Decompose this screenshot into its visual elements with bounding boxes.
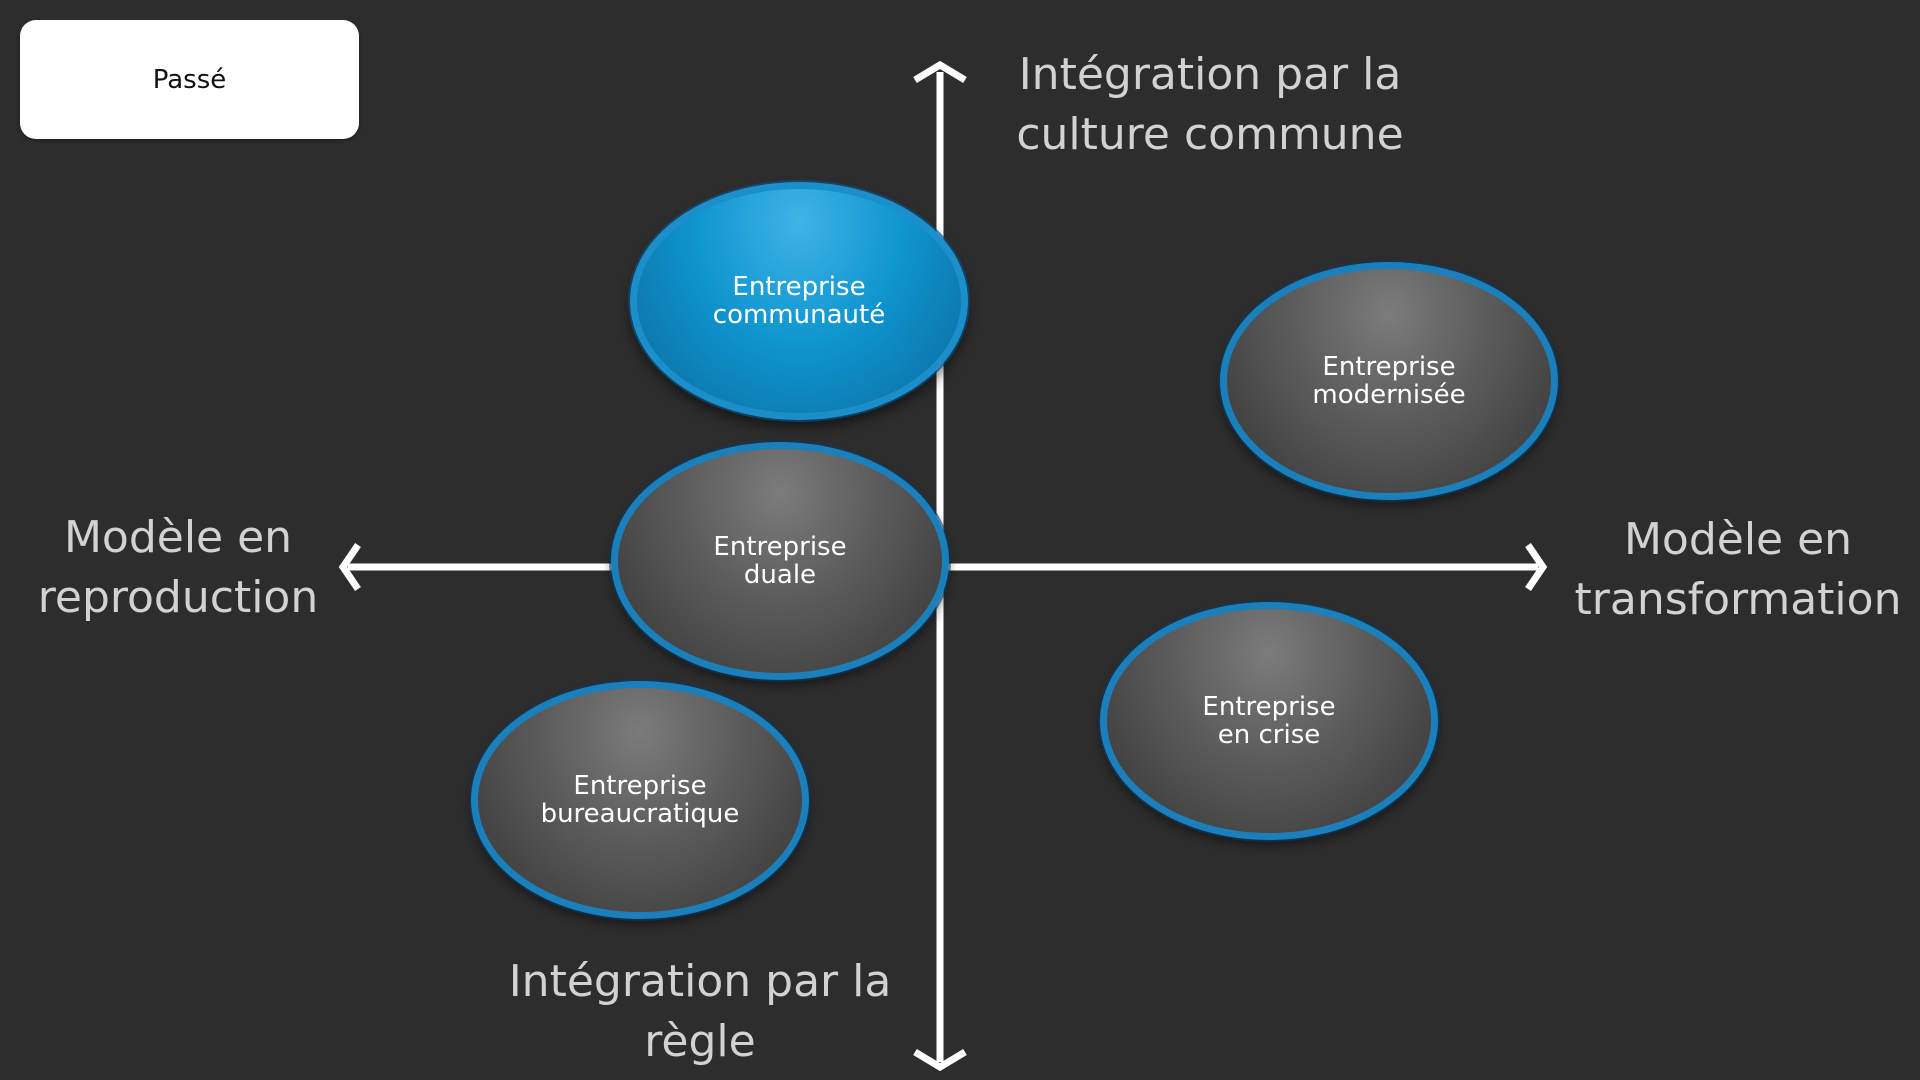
axis-label-left: Modèle en reproduction: [20, 508, 336, 628]
axis-label-right-line1: Modèle en: [1623, 514, 1853, 565]
node-label-line2: en crise: [1217, 720, 1321, 750]
node-entreprise-en-crise: Entreprise en crise: [1100, 602, 1438, 840]
arrow-down-icon: [913, 1048, 967, 1072]
axis-label-top: Intégration par la culture commune: [1000, 45, 1420, 165]
arrow-up-icon: [913, 60, 967, 84]
node-label: Entreprise modernisée: [1312, 353, 1465, 409]
node-label: Entreprise duale: [713, 533, 846, 589]
node-label-line2: communauté: [712, 300, 886, 330]
period-box: Passé: [20, 20, 359, 139]
period-label: Passé: [152, 64, 227, 95]
arrow-left-icon: [338, 543, 361, 591]
axis-label-right-line2: transformation: [1574, 574, 1902, 625]
node-label: Entreprise communauté: [713, 273, 885, 329]
node-entreprise-duale: Entreprise duale: [611, 442, 949, 680]
axis-label-bottom-line2: règle: [644, 1016, 756, 1067]
node-label-line1: Entreprise: [573, 771, 707, 801]
node-label-line2: bureaucratique: [540, 799, 740, 829]
node-label-line1: Entreprise: [1322, 352, 1456, 382]
node-entreprise-bureaucratique: Entreprise bureaucratique: [471, 681, 809, 919]
axis-label-left-line2: reproduction: [37, 572, 319, 623]
axis-label-bottom: Intégration par la règle: [490, 952, 910, 1072]
axis-label-left-line1: Modèle en: [63, 512, 293, 563]
node-label-line2: duale: [743, 560, 817, 590]
node-entreprise-modernisee: Entreprise modernisée: [1220, 262, 1558, 500]
axis-label-right: Modèle en transformation: [1568, 510, 1908, 630]
node-label-line1: Entreprise: [713, 532, 847, 562]
node-label-line1: Entreprise: [1202, 692, 1336, 722]
axis-label-top-line1: Intégration par la: [1018, 49, 1402, 100]
node-entreprise-communaute: Entreprise communauté: [630, 182, 968, 420]
axis-label-bottom-line1: Intégration par la: [508, 956, 892, 1007]
axis-label-top-line2: culture commune: [1016, 109, 1404, 160]
node-label: Entreprise bureaucratique: [541, 772, 740, 828]
node-label: Entreprise en crise: [1202, 693, 1335, 749]
node-label-line1: Entreprise: [732, 272, 866, 302]
node-label-line2: modernisée: [1312, 380, 1466, 410]
arrow-right-icon: [1525, 543, 1548, 591]
